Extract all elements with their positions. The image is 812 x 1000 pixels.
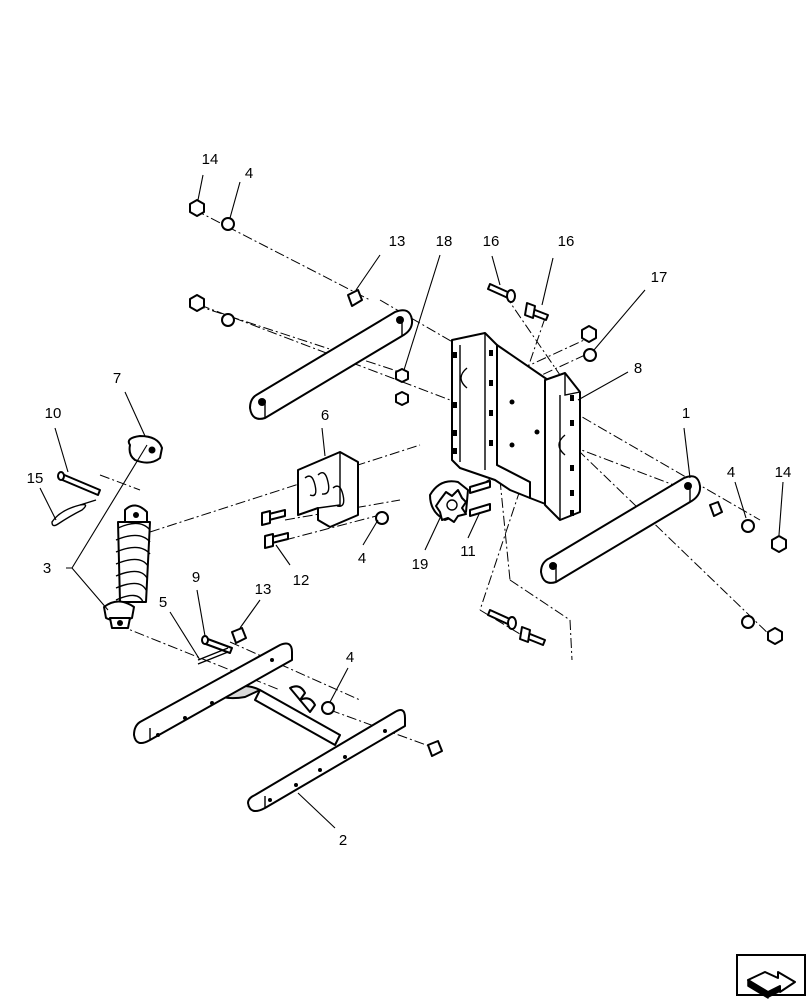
clevis-pin [57, 471, 101, 496]
mounting-bracket [451, 332, 581, 521]
lower-link-bar [540, 475, 702, 584]
upper-link-bar [249, 309, 414, 420]
callout-19: 19 [412, 556, 429, 573]
leader-lines [39, 174, 784, 829]
callout-4: 4 [245, 165, 253, 182]
hair-pin-clip [51, 499, 97, 527]
callout-6: 6 [321, 407, 329, 424]
callout-2: 2 [339, 832, 347, 849]
shock-cap [127, 435, 163, 464]
callout-13: 13 [389, 233, 406, 250]
callout-9: 9 [192, 569, 200, 586]
callout-14: 14 [202, 151, 219, 168]
callout-labels: 14 4 13 18 16 16 17 8 7 10 6 1 15 4 14 3… [27, 151, 792, 849]
next-arrow-icon[interactable] [736, 954, 806, 999]
callout-18: 18 [436, 233, 453, 250]
gear-assembly [429, 480, 469, 523]
shock-absorber [103, 504, 151, 629]
spring-bracket [297, 451, 359, 528]
assembly-centerlines [99, 209, 776, 751]
callout-13: 13 [255, 581, 272, 598]
callout-1: 1 [682, 405, 690, 422]
callout-17: 17 [651, 269, 668, 286]
callout-8: 8 [634, 360, 642, 377]
hardware [189, 199, 787, 757]
callout-16: 16 [483, 233, 500, 250]
callout-15: 15 [27, 470, 44, 487]
callout-4: 4 [358, 550, 366, 567]
lower-frame [133, 642, 406, 813]
callout-14: 14 [775, 464, 792, 481]
callout-11: 11 [460, 543, 476, 560]
callout-4: 4 [346, 649, 354, 666]
callout-3: 3 [43, 560, 51, 577]
callout-4: 4 [727, 464, 735, 481]
callout-7: 7 [113, 370, 121, 387]
callout-5: 5 [159, 594, 167, 611]
callout-12: 12 [293, 572, 310, 589]
callout-16: 16 [558, 233, 575, 250]
callout-10: 10 [45, 405, 62, 422]
